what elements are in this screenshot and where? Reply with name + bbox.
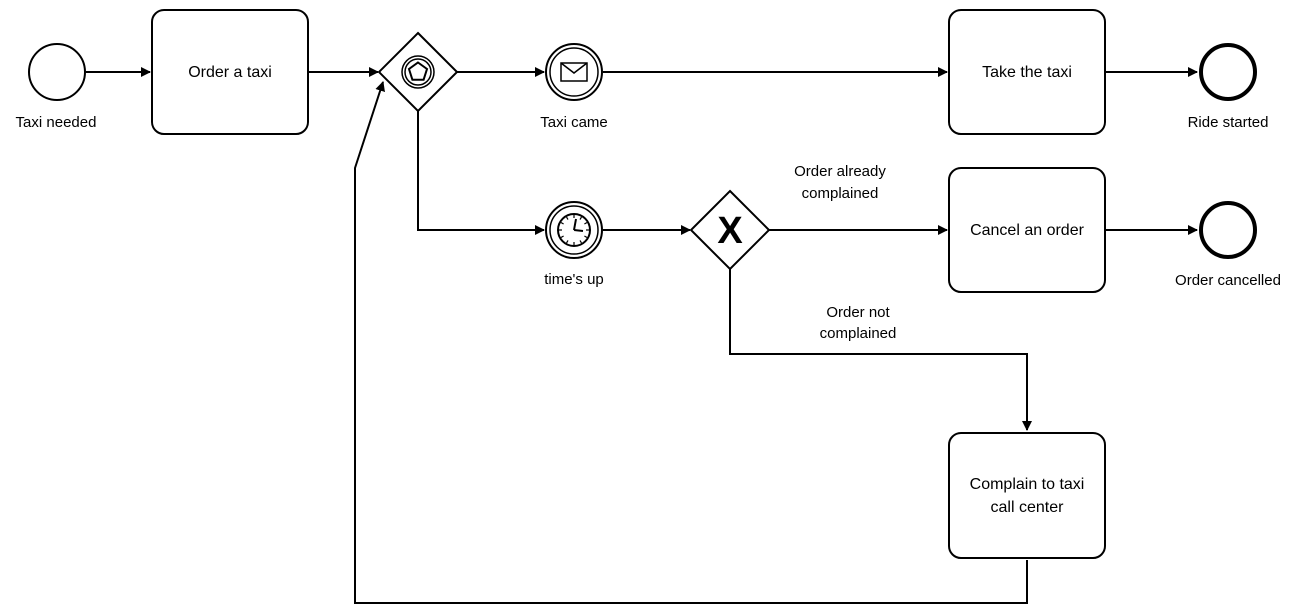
- task-cancel-an-order-label: Cancel an order: [970, 222, 1085, 239]
- exclusive-gateway[interactable]: X: [689, 189, 771, 271]
- flow-label-already-complained-line2: complained: [802, 185, 879, 202]
- task-complain-label-line1: Complain to taxi: [970, 476, 1085, 493]
- flow-complain-loop-back[interactable]: [354, 81, 1028, 604]
- flow-label-already-complained-line1: Order already: [794, 163, 886, 180]
- task-take-the-taxi[interactable]: Take the taxi: [948, 9, 1106, 135]
- order-cancelled-label: Order cancelled: [1175, 272, 1281, 289]
- sequence-flows: [86, 67, 1198, 604]
- flow-gateway-to-times-up[interactable]: [417, 110, 545, 235]
- task-cancel-an-order[interactable]: Cancel an order: [948, 167, 1106, 293]
- task-complain-label-line2: call center: [991, 499, 1065, 516]
- flow-label-not-complained-line1: Order not: [826, 304, 890, 321]
- intermediate-event-times-up[interactable]: [545, 201, 603, 259]
- flow-label-not-complained-line2: complained: [820, 325, 897, 342]
- end-event-ride-started[interactable]: [1199, 43, 1257, 101]
- clock-icon: [557, 213, 591, 247]
- flow-not-complained[interactable]: [729, 269, 1032, 431]
- start-event-label: Taxi needed: [16, 114, 97, 131]
- task-order-a-taxi[interactable]: Order a taxi: [151, 9, 309, 135]
- event-based-gateway[interactable]: [377, 31, 459, 113]
- task-complain-to-call-center[interactable]: Complain to taxi call center: [948, 432, 1106, 559]
- ride-started-label: Ride started: [1188, 114, 1269, 131]
- intermediate-event-taxi-came[interactable]: [545, 43, 603, 101]
- times-up-label: time's up: [544, 271, 604, 288]
- end-event-order-cancelled[interactable]: [1199, 201, 1257, 259]
- x-icon: X: [717, 210, 743, 252]
- envelope-icon: [560, 62, 588, 82]
- pentagon-icon: [401, 55, 435, 89]
- start-event-taxi-needed[interactable]: [28, 43, 86, 101]
- task-order-a-taxi-label: Order a taxi: [188, 64, 272, 81]
- taxi-came-label: Taxi came: [540, 114, 608, 131]
- task-take-the-taxi-label: Take the taxi: [982, 64, 1072, 81]
